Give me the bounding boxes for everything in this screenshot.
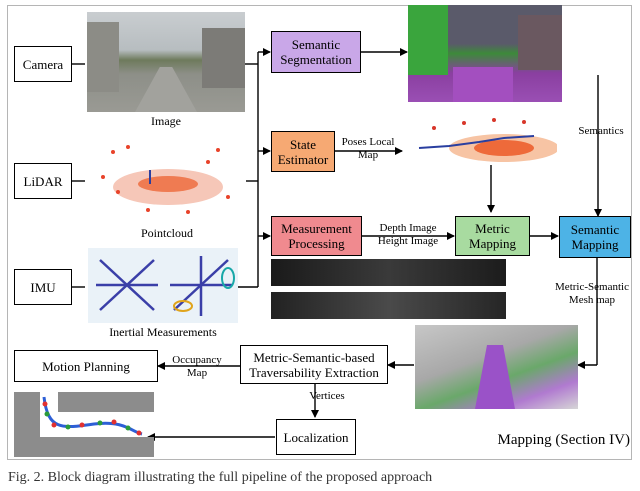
localization-label: Localization [283,429,349,445]
section-label: Mapping (Section IV) [497,432,630,448]
segmentation-output-image [408,5,562,102]
semantic-mapping-box: Semantic Mapping [559,216,631,258]
image-caption: Image [151,114,181,128]
figure-caption: Fig. 2. Block diagram illustrating the f… [8,470,433,485]
path-plan-image [14,392,154,457]
lidar-label: LiDAR [23,173,63,189]
motion-planning-box: Motion Planning [14,350,158,382]
traversability-box: Metric-Semantic-based Traversability Ext… [240,345,388,384]
lidar-box: LiDAR [14,163,72,199]
localization-box: Localization [276,419,356,455]
poses-local-map-label: Poses Local Map [341,136,395,161]
metric-mapping-box: Metric Mapping [455,216,530,256]
camera-box: Camera [14,46,72,82]
pointcloud-caption: Pointcloud [140,226,193,240]
local-map-image [404,108,557,165]
semantic-segmentation-box: Semantic Segmentation [271,31,361,73]
height-image [271,292,506,319]
measurement-processing-label: Measurement Processing [281,221,352,251]
imu-box: IMU [14,269,72,305]
inertial-image [88,248,238,323]
state-estimator-box: State Estimator [271,131,335,172]
motion-planning-label: Motion Planning [42,358,130,374]
imu-label: IMU [30,279,56,295]
semantic-mapping-label: Semantic Mapping [570,222,620,252]
inertial-caption: Inertial Measurements [109,325,217,339]
diagram-frame [7,5,632,460]
traversability-label: Metric-Semantic-based Traversability Ext… [249,349,379,380]
mesh-map-image [415,325,578,409]
depth-height-label: Depth Image Height Image [377,222,439,247]
camera-label: Camera [22,56,64,72]
pointcloud-image [88,132,246,224]
metric-mapping-label: Metric Mapping [469,221,516,251]
vertices-label: Vertices [309,390,345,402]
measurement-processing-box: Measurement Processing [271,216,362,256]
occupancy-map-label: Occupancy Map [172,354,222,379]
semantic-segmentation-label: Semantic Segmentation [280,37,352,67]
camera-image [87,12,245,112]
semantics-label: Semantics [578,125,624,137]
mesh-map-label: Metric-Semantic Mesh map [555,281,629,306]
state-estimator-label: State Estimator [277,136,329,167]
depth-image [271,259,506,286]
